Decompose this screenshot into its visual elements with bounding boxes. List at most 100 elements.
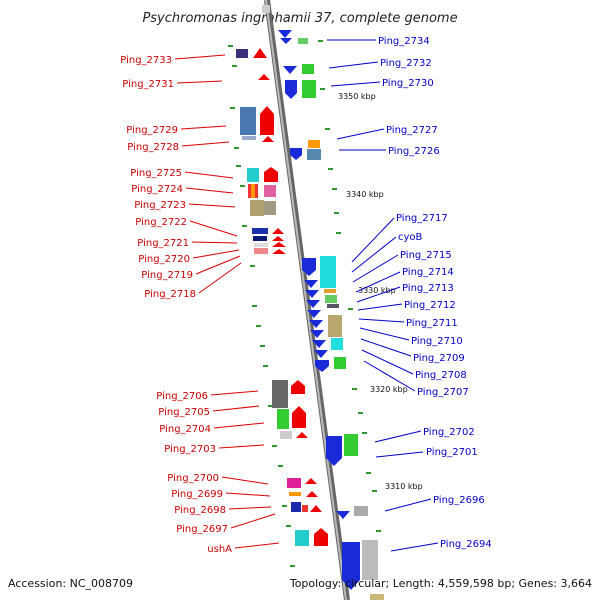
gene-arrow [280, 38, 292, 44]
gene-label[interactable]: Ping_2731 [122, 79, 174, 90]
gene-arrow [253, 48, 267, 58]
gene-label[interactable]: Ping_2725 [130, 168, 182, 179]
gene-block [324, 289, 336, 293]
gene-arrow [258, 74, 270, 80]
gene-label[interactable]: Ping_2707 [417, 387, 469, 398]
gene-block [247, 168, 259, 182]
gene-label[interactable]: Ping_2726 [388, 146, 440, 157]
gene-label[interactable]: Ping_2732 [380, 58, 432, 69]
gene-label[interactable]: Ping_2730 [382, 78, 434, 89]
gene-block [264, 185, 276, 197]
gene-arrow [306, 300, 320, 308]
gene-block [251, 184, 255, 198]
gene-arrow [315, 360, 329, 372]
kbp-mark: 3340 kbp [346, 190, 384, 199]
gene-arrow [264, 167, 278, 182]
right-genes [278, 30, 384, 600]
gene-arrow [305, 478, 317, 484]
gene-block [325, 295, 337, 303]
gene-block [262, 5, 270, 13]
gene-block [344, 434, 358, 456]
gene-label[interactable]: Ping_2708 [415, 370, 467, 381]
gene-arrow [305, 290, 319, 298]
gene-block [327, 304, 339, 308]
gene-arrow [302, 258, 316, 276]
gene-label[interactable]: Ping_2704 [159, 424, 211, 435]
left-leader-lines [174, 54, 280, 549]
gene-arrow [292, 406, 306, 428]
map-title: Psychromonas ingrahamii 37, complete gen… [142, 11, 457, 26]
gene-block [280, 431, 292, 439]
gene-label[interactable]: Ping_2711 [406, 318, 458, 329]
gene-block [298, 38, 308, 44]
gene-arrow [285, 80, 297, 99]
gene-block [302, 80, 316, 98]
gene-block [320, 256, 336, 288]
gene-arrow [283, 66, 297, 74]
gene-label[interactable]: Ping_2723 [134, 200, 186, 211]
gene-label[interactable]: Ping_2724 [131, 184, 183, 195]
gene-block [236, 49, 248, 58]
gene-block [307, 149, 321, 160]
gene-label[interactable]: Ping_2709 [413, 353, 465, 364]
gene-arrow [272, 228, 284, 234]
gene-label[interactable]: Ping_2710 [411, 336, 463, 347]
gene-block [308, 140, 320, 148]
gene-label[interactable]: Ping_2715 [400, 250, 452, 261]
gene-arrow [272, 249, 286, 254]
gene-label[interactable]: Ping_2720 [138, 254, 190, 265]
gene-label[interactable]: Ping_2696 [433, 495, 485, 506]
gene-label[interactable]: Ping_2729 [126, 125, 178, 136]
gene-label[interactable]: Ping_2702 [423, 427, 475, 438]
gene-label[interactable]: Ping_2717 [396, 213, 448, 224]
gene-label[interactable]: Ping_2703 [164, 444, 216, 455]
gene-label[interactable]: Ping_2712 [404, 300, 456, 311]
gene-label[interactable]: Ping_2705 [158, 407, 210, 418]
gene-arrow [312, 340, 326, 348]
gene-label[interactable]: Ping_2699 [171, 489, 223, 500]
gene-arrow [314, 350, 328, 358]
gene-label[interactable]: Ping_2700 [167, 473, 219, 484]
gene-label[interactable]: Ping_2734 [378, 36, 430, 47]
gene-label[interactable]: cyoB [398, 232, 423, 243]
left-genes [236, 5, 328, 546]
gene-arrow [314, 528, 328, 546]
gene-label[interactable]: Ping_2697 [176, 524, 228, 535]
gene-label[interactable]: Ping_2701 [426, 447, 478, 458]
gene-block [291, 502, 301, 512]
gene-block [289, 492, 301, 496]
gene-label[interactable]: ushA [207, 544, 232, 555]
kbp-mark: 3320 kbp [370, 385, 408, 394]
gene-arrow [309, 320, 323, 328]
gene-label[interactable]: Ping_2718 [144, 289, 196, 300]
gene-label[interactable]: Ping_2722 [135, 217, 187, 228]
gene-block [264, 201, 276, 215]
gene-label[interactable]: Ping_2706 [156, 391, 208, 402]
gene-label[interactable]: Ping_2721 [137, 238, 189, 249]
gene-label[interactable]: Ping_2698 [174, 505, 226, 516]
kbp-mark: 3310 kbp [385, 482, 423, 491]
gene-label[interactable]: Ping_2713 [402, 283, 454, 294]
gene-label[interactable]: Ping_2733 [120, 55, 172, 66]
gene-arrow [342, 542, 360, 590]
gene-arrow [310, 330, 324, 338]
right-leader-lines [327, 39, 439, 552]
gene-label[interactable]: Ping_2727 [386, 125, 438, 136]
gene-block [253, 236, 267, 241]
gene-label[interactable]: Ping_2719 [141, 270, 193, 281]
gene-arrow [290, 148, 302, 160]
scale-ticks [228, 40, 381, 567]
gene-arrow [272, 242, 286, 247]
gene-arrow [306, 491, 318, 497]
gene-block [331, 338, 343, 350]
gene-label[interactable]: Ping_2694 [440, 539, 492, 550]
gene-arrow [304, 280, 318, 288]
gene-block [242, 136, 256, 140]
gene-label[interactable]: Ping_2714 [402, 267, 454, 278]
gene-block [277, 409, 289, 429]
gene-block [328, 315, 342, 337]
gene-label[interactable]: Ping_2728 [127, 142, 179, 153]
gene-block [302, 505, 308, 512]
